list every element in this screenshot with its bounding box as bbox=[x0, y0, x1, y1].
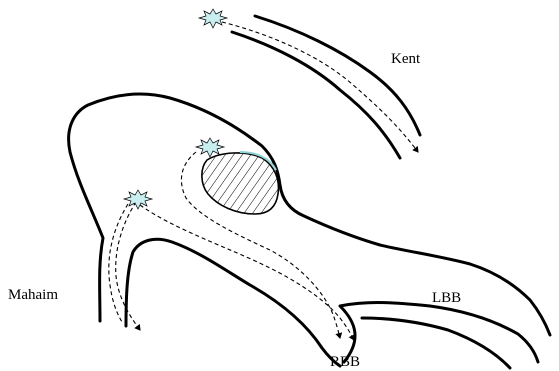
lesion-outline bbox=[202, 153, 279, 214]
kent-origin-star-icon bbox=[199, 9, 227, 28]
lower-chamber-wall bbox=[126, 239, 340, 366]
av-node-lesion bbox=[202, 152, 279, 214]
septum-branch-wall bbox=[340, 303, 538, 362]
lbb-label: LBB bbox=[432, 290, 461, 306]
heart-chamber bbox=[69, 94, 550, 368]
kent-label: Kent bbox=[391, 51, 421, 67]
rbb-label: RBB bbox=[330, 354, 360, 370]
kent-pathway bbox=[199, 9, 420, 158]
mahaim-origin-star-icon bbox=[124, 190, 152, 209]
mahaim-conduction-path bbox=[116, 202, 140, 330]
lbb-lower-wall bbox=[362, 318, 510, 368]
kent-inner-wall bbox=[232, 32, 400, 158]
upper-chamber-wall bbox=[69, 94, 550, 335]
kent-outer-wall bbox=[255, 16, 420, 135]
mahaim-label: Mahaim bbox=[8, 287, 58, 303]
